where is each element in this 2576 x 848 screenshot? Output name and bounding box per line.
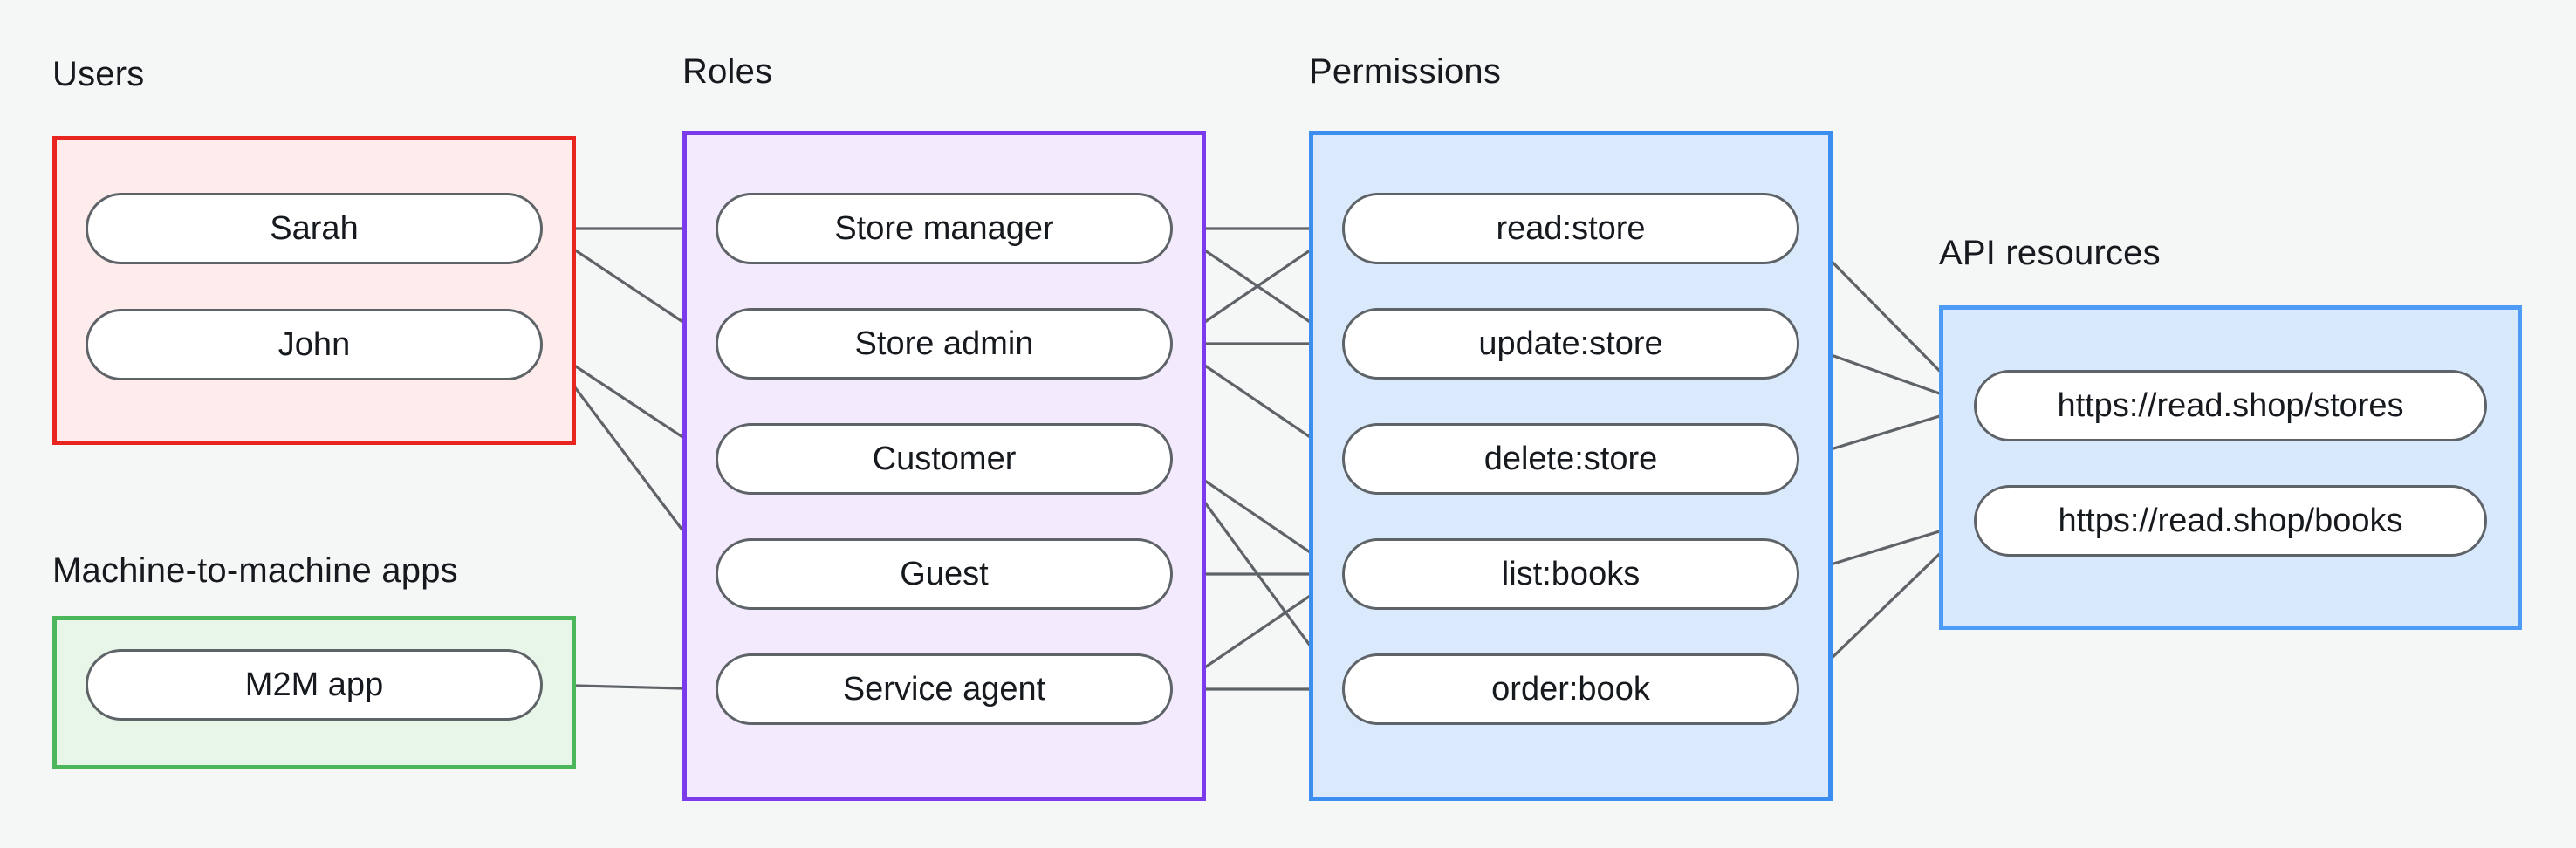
node-label-delete-store: delete:store	[1483, 440, 1658, 477]
node-customer[interactable]: Customer	[716, 423, 1173, 495]
node-list-books[interactable]: list:books	[1342, 538, 1799, 610]
node-label-john: John	[277, 325, 351, 363]
node-update-store[interactable]: update:store	[1342, 308, 1799, 380]
node-books-url[interactable]: https://read.shop/books	[1974, 485, 2487, 557]
node-john[interactable]: John	[86, 309, 543, 380]
node-label-sarah: Sarah	[270, 209, 359, 247]
node-label-store-manager: Store manager	[834, 209, 1054, 247]
node-label-update-store: update:store	[1478, 325, 1663, 362]
node-label-guest: Guest	[900, 555, 989, 592]
node-delete-store[interactable]: delete:store	[1342, 423, 1799, 495]
node-label-list-books: list:books	[1501, 555, 1641, 592]
node-stores-url[interactable]: https://read.shop/stores	[1974, 370, 2487, 441]
node-label-stores-url: https://read.shop/stores	[2057, 386, 2404, 424]
node-read-store[interactable]: read:store	[1342, 193, 1799, 264]
node-label-order-book: order:book	[1491, 670, 1650, 708]
node-service-agent[interactable]: Service agent	[716, 653, 1173, 725]
node-m2m-app[interactable]: M2M app	[86, 649, 543, 721]
group-title-permissions: Permissions	[1309, 52, 1502, 91]
node-store-admin[interactable]: Store admin	[716, 308, 1173, 380]
group-box-api-resources	[1939, 305, 2522, 630]
group-box-users	[52, 136, 576, 445]
group-title-users: Users	[52, 55, 145, 93]
node-guest[interactable]: Guest	[716, 538, 1173, 610]
node-order-book[interactable]: order:book	[1342, 653, 1799, 725]
node-label-m2m-app: M2M app	[244, 666, 384, 703]
node-label-customer: Customer	[872, 440, 1017, 477]
group-title-m2m: Machine-to-machine apps	[52, 551, 458, 590]
node-label-service-agent: Service agent	[842, 670, 1046, 708]
node-store-manager[interactable]: Store manager	[716, 193, 1173, 264]
node-label-read-store: read:store	[1496, 209, 1646, 247]
node-sarah[interactable]: Sarah	[86, 193, 543, 264]
group-title-api-resources: API resources	[1939, 234, 2161, 272]
group-title-roles: Roles	[682, 52, 773, 91]
node-label-books-url: https://read.shop/books	[2058, 502, 2403, 539]
node-label-store-admin: Store admin	[854, 325, 1034, 362]
